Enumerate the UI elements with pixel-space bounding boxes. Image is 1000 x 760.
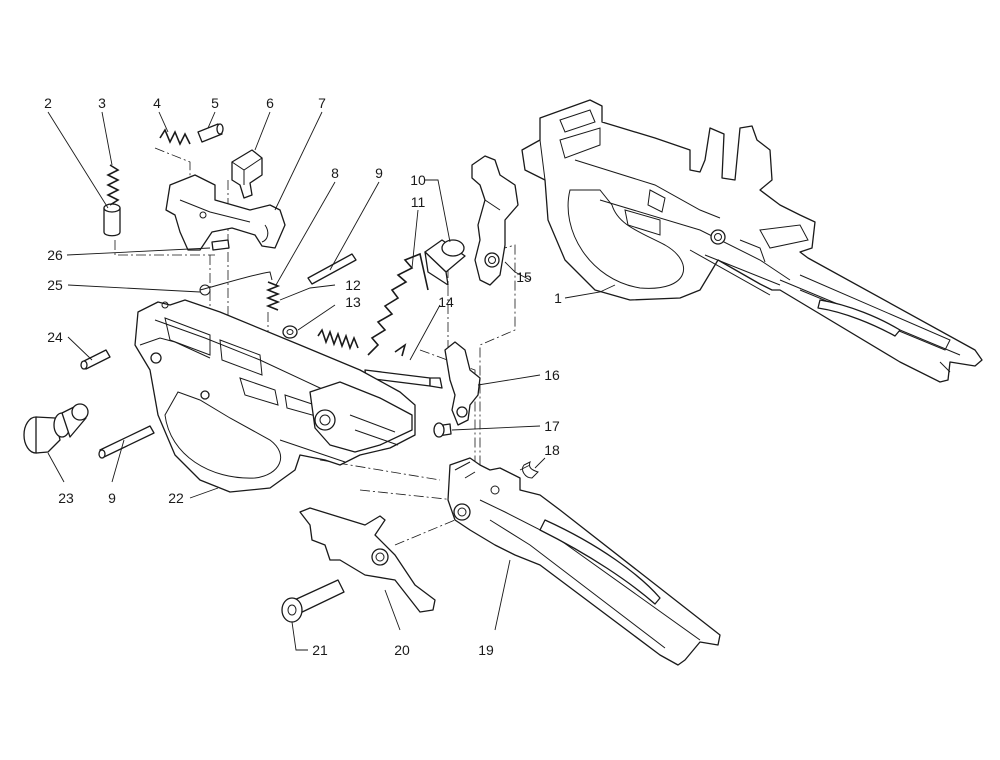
callout-2: 2 (44, 95, 52, 111)
block-part (231, 149, 263, 199)
pin-21 (281, 579, 345, 623)
callout-1: 1 (554, 290, 562, 306)
sear-16 (444, 341, 481, 426)
callout-5: 5 (211, 95, 219, 111)
long-pin-upper (307, 253, 357, 285)
long-pin-lower (98, 425, 155, 459)
wire-spring (199, 271, 273, 296)
plunger-part (103, 203, 121, 237)
callout-13: 13 (345, 294, 361, 310)
callout-25: 25 (47, 277, 63, 293)
horizontal-spring (317, 328, 359, 351)
short-spring (265, 281, 281, 311)
callout-12: 12 (345, 277, 361, 293)
callout-9-top: 9 (375, 165, 383, 181)
callout-7: 7 (318, 95, 326, 111)
callout-labels: 2 3 4 5 6 7 8 9 10 11 26 25 12 13 14 15 … (44, 95, 562, 658)
callout-3: 3 (98, 95, 106, 111)
callout-20: 20 (394, 642, 410, 658)
washer (282, 325, 298, 339)
callout-21: 21 (312, 642, 328, 658)
callout-16: 16 (544, 367, 560, 383)
callout-10: 10 (410, 172, 426, 188)
callout-4: 4 (153, 95, 161, 111)
small-plunger (197, 123, 224, 143)
callout-15: 15 (516, 269, 532, 285)
hammer-15 (471, 155, 519, 286)
callout-19: 19 (478, 642, 494, 658)
small-spring (159, 128, 191, 146)
callout-9-bottom: 9 (108, 490, 116, 506)
pin-17 (433, 422, 452, 438)
callout-24: 24 (47, 329, 63, 345)
callout-18: 18 (544, 442, 560, 458)
trigger-group-assembly (521, 99, 983, 383)
trigger-lever-20 (299, 507, 436, 613)
trigger-housing-22 (134, 299, 416, 493)
cylinder-part (424, 239, 466, 286)
trigger-blade-19 (447, 457, 721, 666)
callout-26: 26 (47, 247, 63, 263)
callout-11: 11 (411, 194, 426, 210)
plunger-spring (106, 164, 120, 206)
callout-8: 8 (331, 165, 339, 181)
small-pin-26 (211, 239, 230, 251)
hammer-part (165, 174, 286, 251)
callout-22: 22 (168, 490, 184, 506)
callout-6: 6 (266, 95, 274, 111)
main-spring (367, 252, 429, 357)
callout-17: 17 (544, 418, 560, 434)
callout-14: 14 (438, 294, 454, 310)
callout-23: 23 (58, 490, 74, 506)
clip-18 (522, 461, 539, 479)
leader-lines (47, 111, 616, 651)
safety-button-23 (23, 403, 89, 454)
pin-24 (80, 349, 111, 370)
